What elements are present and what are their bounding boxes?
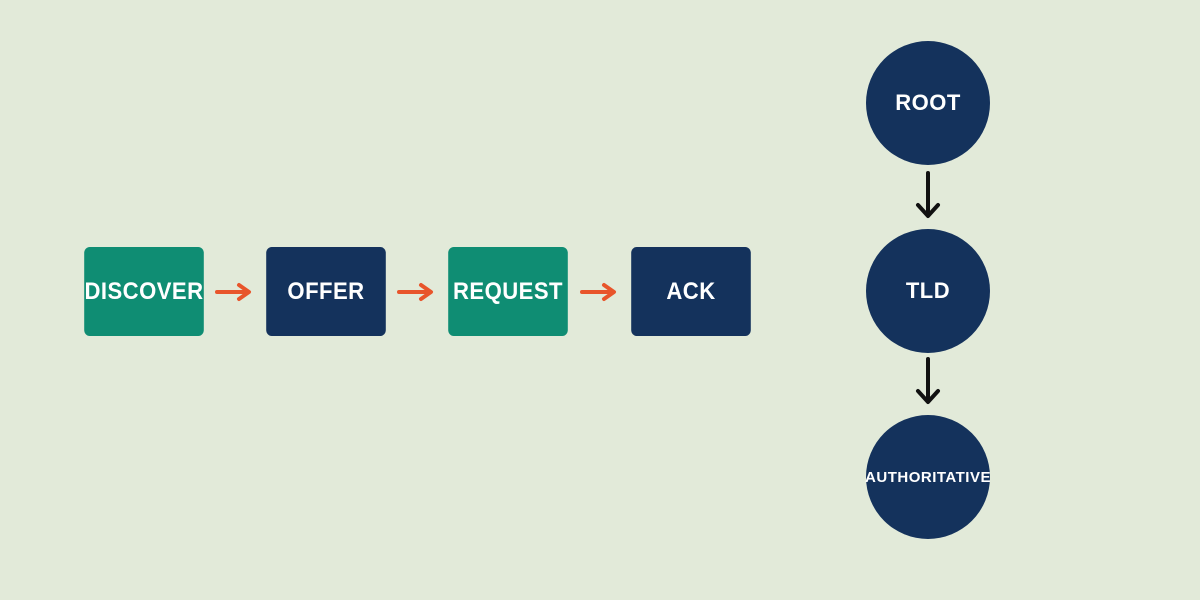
- hierarchy-arrow-2: [916, 357, 940, 404]
- hierarchy-node-label: AUTHORITATIVE: [865, 468, 991, 486]
- hierarchy-node-authoritative: AUTHORITATIVE: [865, 415, 991, 539]
- flow-step-label: OFFER: [287, 277, 365, 305]
- hierarchy-node-tld: TLD: [866, 229, 990, 353]
- flow-arrow-2: [397, 283, 433, 301]
- flow-arrow-1: [215, 283, 251, 301]
- flow-step-offer: OFFER: [266, 247, 386, 336]
- flow-step-ack: ACK: [631, 247, 751, 336]
- hierarchy-node-label: ROOT: [895, 90, 961, 115]
- flow-arrow-3: [580, 283, 616, 301]
- flow-step-label: ACK: [666, 277, 716, 305]
- flow-step-label: REQUEST: [453, 277, 563, 305]
- hierarchy-arrow-1: [916, 171, 940, 218]
- flow-step-request: REQUEST: [448, 247, 568, 336]
- hierarchy-node-label: TLD: [905, 278, 951, 303]
- hierarchy-node-root: ROOT: [866, 41, 990, 165]
- flow-step-discover: DISCOVER: [84, 247, 204, 336]
- flow-step-label: DISCOVER: [84, 277, 204, 305]
